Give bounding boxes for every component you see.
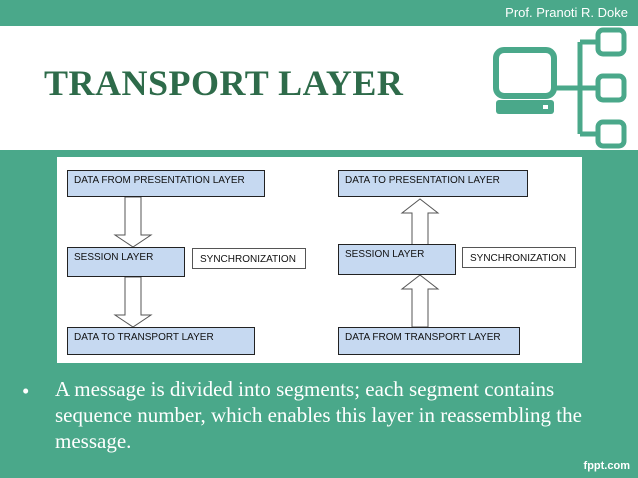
left-bottom-box: DATA TO TRANSPORT LAYER (67, 327, 255, 355)
slide-header (0, 26, 638, 150)
left-session-box: SESSION LAYER (67, 247, 185, 277)
left-sync-box: SYNCHRONIZATION (192, 248, 306, 269)
computer-network-icon (493, 27, 627, 149)
up-arrow (400, 274, 440, 328)
top-bar: Prof. Pranoti R. Doke (0, 0, 638, 26)
down-arrow (113, 196, 153, 248)
left-top-box: DATA FROM PRESENTATION LAYER (67, 170, 265, 197)
bullet-marker: • (22, 379, 30, 403)
slide-title: TRANSPORT LAYER (44, 63, 404, 103)
author-name: Prof. Pranoti R. Doke (505, 5, 628, 20)
up-arrow (400, 198, 440, 248)
right-sync-box: SYNCHRONIZATION (462, 247, 576, 268)
bullet-text: A message is divided into segments; each… (55, 377, 582, 453)
down-arrow (113, 276, 153, 328)
watermark: fppt.com (583, 460, 630, 472)
diagram-arrows (113, 196, 440, 328)
right-top-box: DATA TO PRESENTATION LAYER (338, 170, 528, 197)
right-bottom-box: DATA FROM TRANSPORT LAYER (338, 327, 520, 355)
transport-layer-diagram: DATA FROM PRESENTATION LAYER SESSION LAY… (57, 157, 582, 363)
right-session-box: SESSION LAYER (338, 244, 456, 275)
